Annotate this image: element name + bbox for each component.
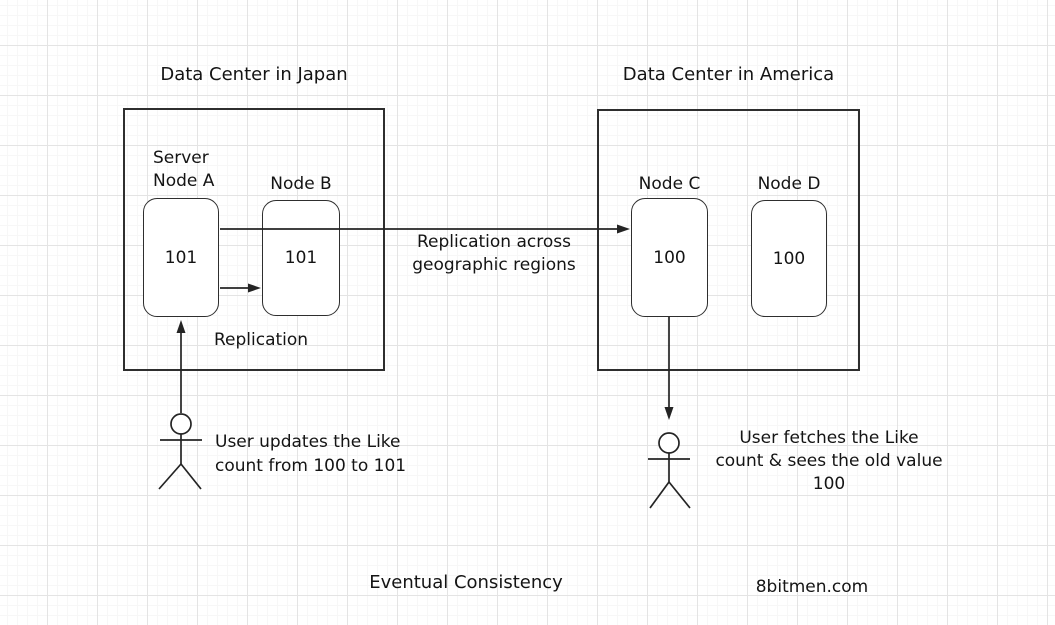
- left-user-stick-figure-icon: [158, 413, 202, 490]
- left-user-caption: User updates the Like count from 100 to …: [215, 432, 407, 476]
- right-user-caption: User fetches the Like count & sees the o…: [715, 428, 943, 494]
- node-d-label: Node D: [757, 174, 821, 194]
- node-d-value: 100: [772, 248, 806, 269]
- node-b-value: 101: [284, 248, 318, 268]
- right-user-stick-figure-icon: [648, 432, 691, 509]
- node-c-value: 100: [653, 247, 686, 268]
- node-a: 101: [143, 198, 219, 317]
- node-d: 100: [751, 200, 827, 317]
- watermark-text: 8bitmen.com: [755, 577, 869, 597]
- replication-label: Replication: [214, 330, 309, 350]
- diagram-title: Eventual Consistency: [369, 572, 563, 593]
- node-a-label: Server Node A: [153, 148, 215, 191]
- japan-datacenter-title: Data Center in Japan: [160, 64, 348, 85]
- america-datacenter-title: Data Center in America: [622, 64, 835, 85]
- node-c: 100: [631, 198, 708, 317]
- node-b: 101: [262, 200, 340, 316]
- japan-datacenter-box: [123, 108, 385, 371]
- node-b-label: Node B: [270, 174, 332, 194]
- america-datacenter-box: [597, 109, 860, 371]
- node-a-value: 101: [164, 247, 198, 268]
- cross-region-replication-label: Replication across geographic regions: [412, 232, 576, 275]
- node-c-label: Node C: [638, 174, 701, 194]
